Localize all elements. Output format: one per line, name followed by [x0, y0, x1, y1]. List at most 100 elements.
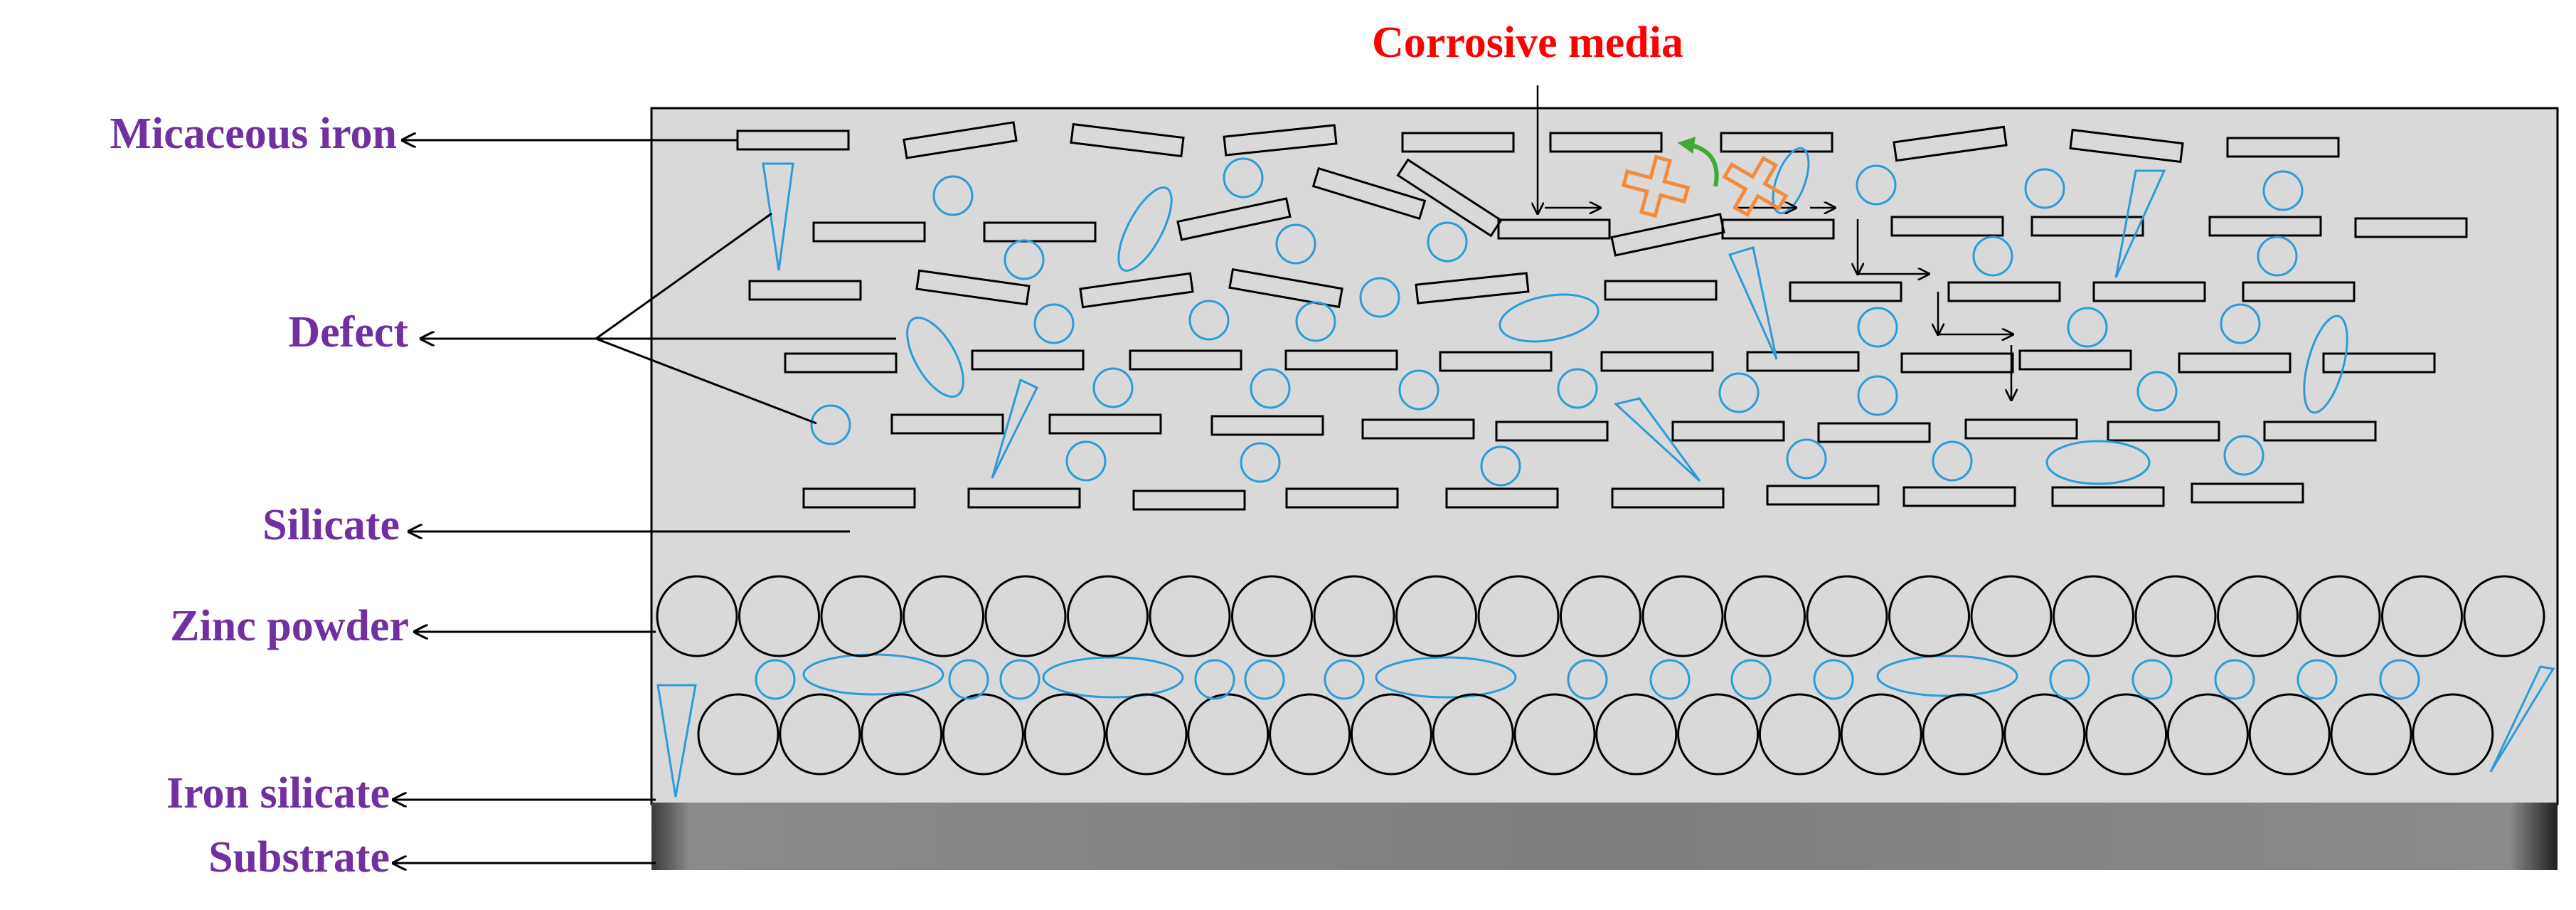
zinc-particle	[2003, 693, 2086, 776]
defect-pore	[948, 659, 989, 700]
defect-pore	[1194, 659, 1235, 700]
micaceous-iron-flake	[1600, 351, 1714, 372]
defect-pore	[1857, 375, 1898, 416]
micaceous-iron-flake	[1900, 352, 2014, 374]
defect-pore	[932, 175, 974, 216]
defect-pore	[1813, 659, 1854, 700]
micaceous-iron-flake	[1210, 415, 1324, 436]
defect-pore	[1557, 368, 1598, 409]
defect-void	[2303, 314, 2348, 414]
defect-pore	[2379, 659, 2420, 700]
micaceous-iron-flake	[1817, 422, 1931, 443]
micaceous-iron-flake	[2092, 281, 2206, 302]
micaceous-iron-flake	[2178, 352, 2292, 374]
defect-pore	[1718, 372, 1760, 413]
micaceous-iron-flake	[1766, 485, 1880, 506]
micaceous-iron-flake	[1497, 218, 1611, 240]
defect-crack	[2489, 665, 2555, 773]
defect-pore	[2257, 236, 2298, 277]
zinc-particle	[1970, 575, 2053, 657]
micaceous-iron-flake	[1284, 349, 1398, 371]
micaceous-iron-flake	[1721, 218, 1835, 240]
label-silicate: Silicate	[262, 501, 400, 549]
label-substrate: Substrate	[208, 833, 390, 882]
defect-pore	[1033, 303, 1075, 344]
defect-void	[2045, 440, 2151, 485]
zinc-particle	[1231, 575, 1313, 657]
defect-pore	[2296, 659, 2338, 700]
zinc-particle	[1806, 575, 1888, 657]
micaceous-iron-flake	[1396, 158, 1503, 238]
defect-pore	[1359, 277, 1400, 318]
defect-pore	[1188, 300, 1230, 341]
zinc-particle	[697, 693, 779, 776]
defect-pore	[1932, 440, 1973, 482]
zinc-particle	[1067, 575, 1149, 657]
zinc-particle	[1350, 693, 1432, 776]
micaceous-iron-flake	[1311, 166, 1427, 221]
zinc-particle	[2166, 693, 2249, 776]
micaceous-iron-flake	[1893, 125, 2008, 162]
micaceous-iron-flake	[1947, 281, 2061, 302]
zinc-particle	[738, 575, 820, 657]
label-defect: Defect	[288, 308, 408, 356]
label-micaceous-iron: Micaceous iron	[110, 110, 397, 158]
defect-pore	[1730, 659, 1772, 700]
defect-pore	[1065, 440, 1107, 482]
zinc-particle	[903, 575, 984, 657]
zinc-particle	[1758, 693, 1841, 776]
micaceous-iron-flake	[1361, 418, 1475, 440]
label-zinc-powder: Zinc powder	[170, 602, 409, 650]
micaceous-iron-flake	[1445, 487, 1559, 509]
zinc-particle	[2134, 575, 2217, 657]
corrosion-reaction-arrow	[1677, 137, 1719, 187]
defect-void	[1375, 656, 1517, 699]
title-corrosive-media: Corrosive media	[1372, 18, 1683, 67]
defect-pore	[2223, 435, 2264, 476]
zinc-particle	[1513, 693, 1596, 776]
defect-crack	[762, 162, 794, 271]
micaceous-iron-flake	[2226, 137, 2340, 158]
zinc-particle	[2463, 575, 2545, 657]
micaceous-iron-flake	[1070, 122, 1185, 158]
defect-pore	[999, 659, 1040, 700]
micaceous-iron-flake	[890, 413, 1004, 435]
micaceous-iron-flake	[903, 121, 1018, 159]
defect-pore	[2262, 170, 2304, 211]
micaceous-iron-flake	[1671, 420, 1785, 442]
zinc-particle	[1888, 575, 1970, 657]
micaceous-iron-flake	[2208, 216, 2322, 237]
defect-crack	[1613, 397, 1701, 482]
micaceous-iron-flake	[2051, 486, 2165, 507]
zinc-particle	[1677, 693, 1760, 776]
zinc-particle	[1395, 575, 1477, 657]
micaceous-iron-flakes	[736, 121, 2468, 511]
defect-pore	[2214, 659, 2255, 700]
micaceous-iron-flake	[1176, 197, 1292, 241]
zinc-particle	[820, 575, 903, 657]
micaceous-iron-flake	[2191, 482, 2304, 504]
zinc-particle	[984, 575, 1067, 657]
defect-pore	[1092, 367, 1134, 408]
defect-pore	[1856, 164, 1897, 206]
zinc-particle	[1313, 575, 1395, 657]
zinc-particle	[1432, 693, 1514, 776]
corrosion-x-icon	[1722, 155, 1789, 218]
micaceous-iron-flake	[1902, 486, 2016, 507]
micaceous-iron-flake	[784, 352, 898, 374]
defect-branch-line	[595, 212, 772, 340]
zinc-particle	[2053, 575, 2134, 657]
zinc-particle	[779, 693, 861, 776]
micaceous-iron-flake	[2069, 128, 2184, 164]
zinc-particle	[1595, 693, 1678, 776]
micaceous-iron-flake	[2018, 349, 2132, 371]
defect-pore	[1223, 157, 1264, 199]
micaceous-iron-flake	[2107, 420, 2220, 442]
micaceous-iron-flake	[2242, 281, 2356, 302]
micaceous-iron-flake	[1401, 132, 1515, 153]
micaceous-iron-flake	[1439, 351, 1553, 372]
micaceous-iron-flake	[1223, 124, 1338, 157]
micaceous-iron-flake	[2031, 216, 2144, 237]
defect-pore	[2049, 659, 2090, 700]
